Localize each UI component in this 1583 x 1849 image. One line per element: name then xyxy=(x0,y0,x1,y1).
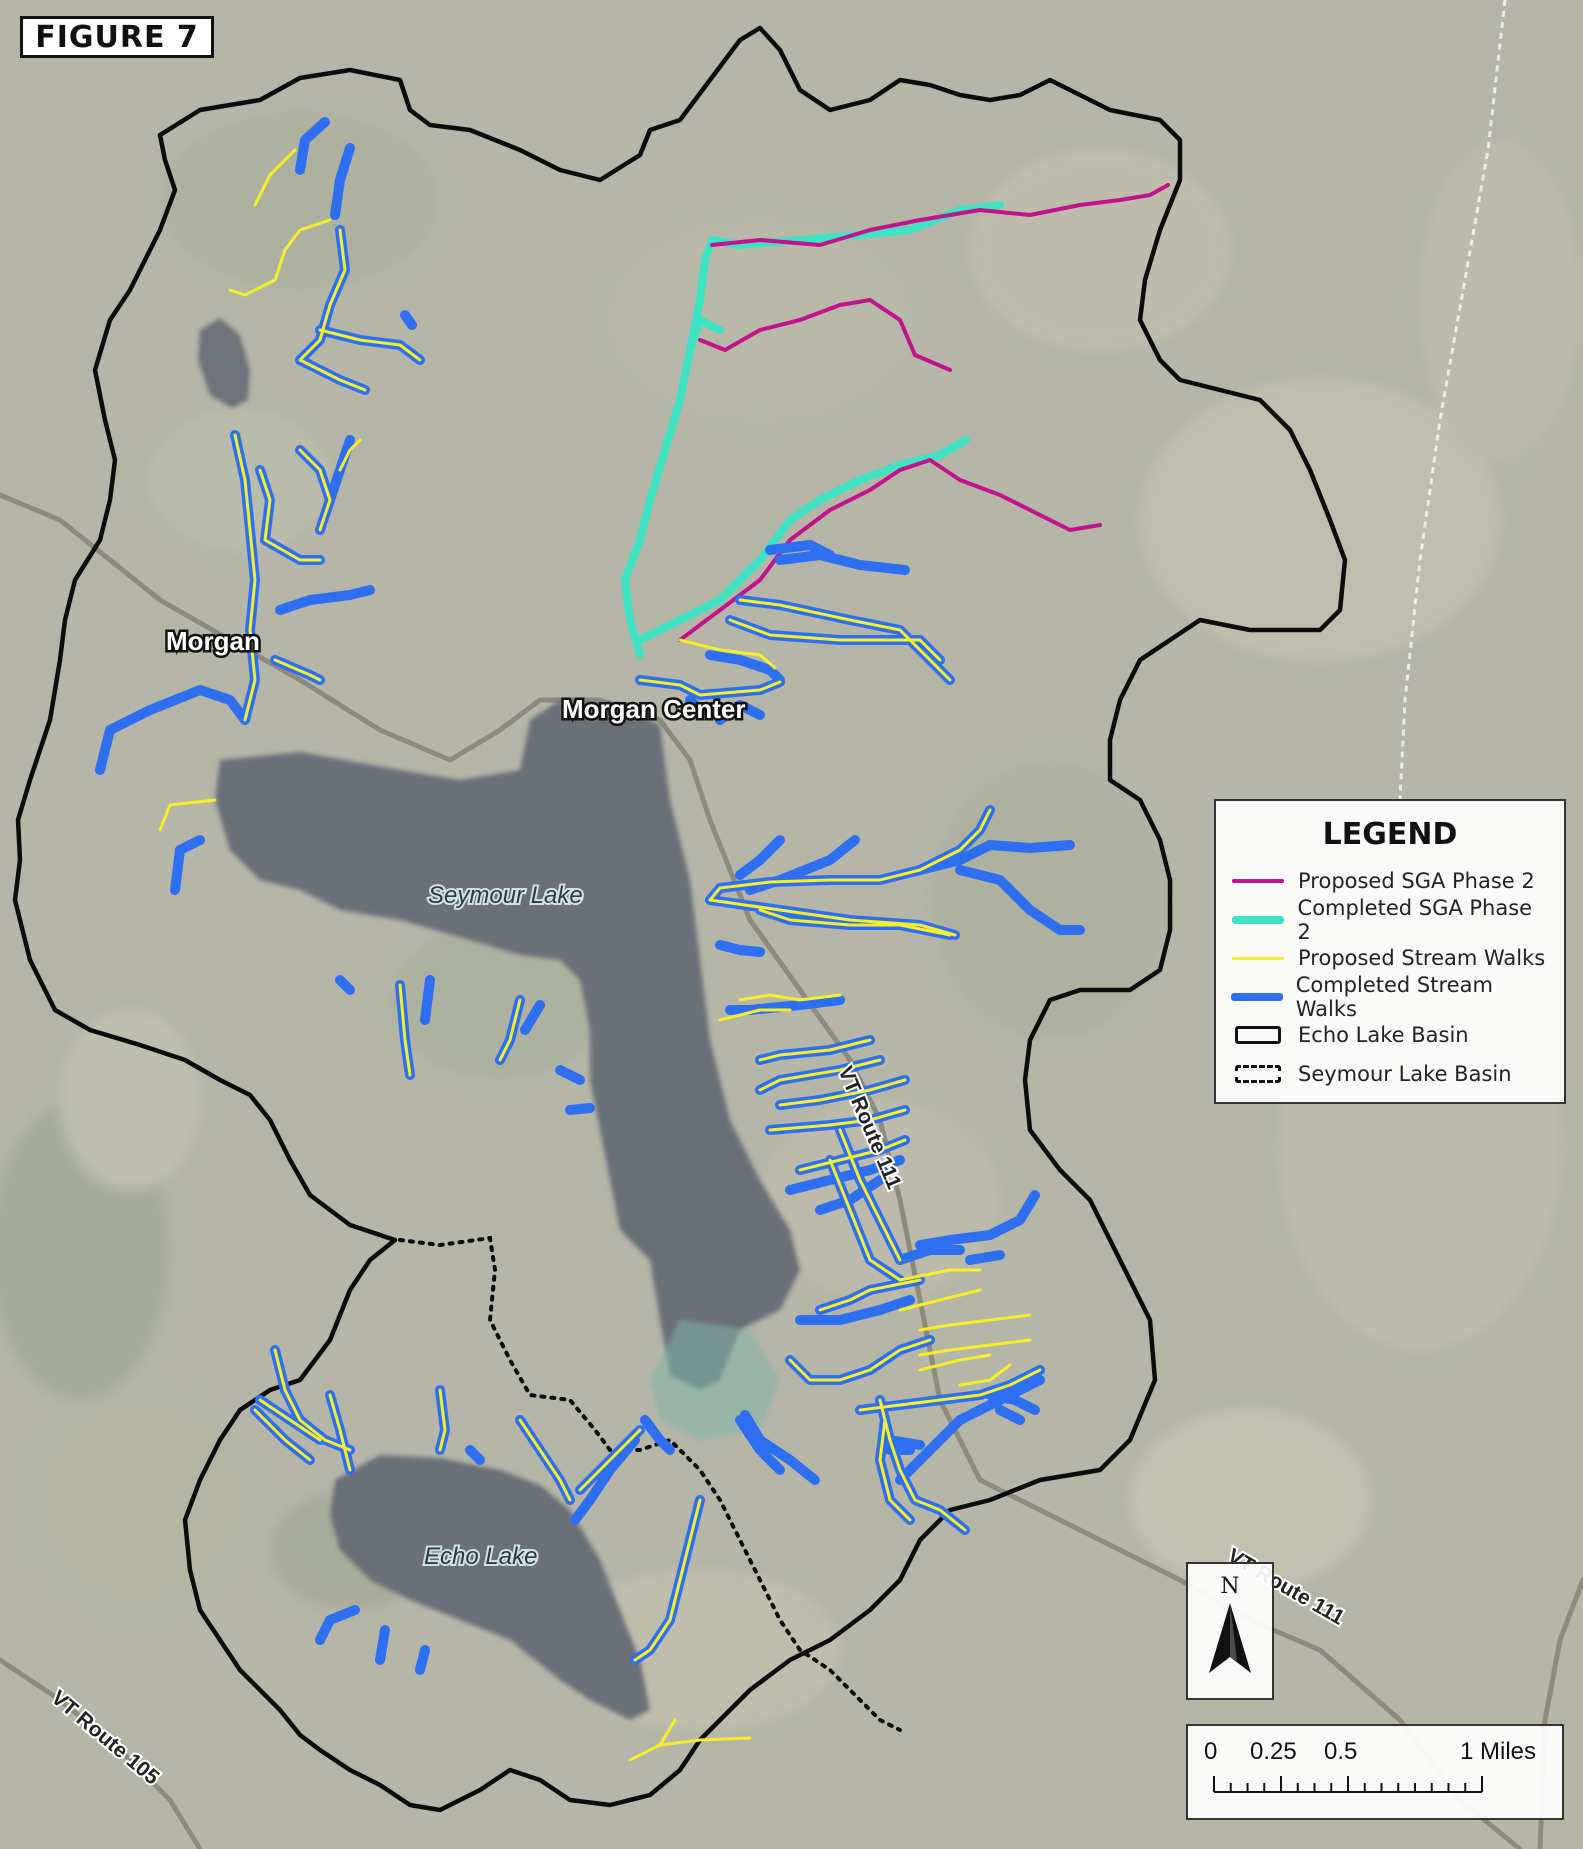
north-arrow-icon xyxy=(1209,1603,1251,1673)
legend: LEGEND Proposed SGA Phase 2 Completed SG… xyxy=(1214,799,1566,1104)
legend-swatch-completed-walks xyxy=(1230,987,1284,1007)
label-morgan-center: Morgan Center xyxy=(562,694,745,724)
scale-label-0: 0 xyxy=(1204,1738,1218,1765)
legend-label-seymour-basin: Seymour Lake Basin xyxy=(1298,1061,1512,1086)
echo-lake xyxy=(330,1455,650,1720)
north-arrow: N xyxy=(1186,1562,1274,1700)
legend-item-echo-basin: Echo Lake Basin xyxy=(1230,1016,1550,1055)
legend-swatch-completed-sga xyxy=(1230,910,1286,930)
scale-ticks xyxy=(1213,1776,1483,1793)
label-echo-lake: Echo Lake xyxy=(424,1543,537,1570)
legend-label-completed-walks: Completed Stream Walks xyxy=(1295,972,1493,1021)
seymour-lake xyxy=(215,700,800,1390)
legend-label-completed-sga: Completed SGA Phase 2 xyxy=(1297,895,1533,944)
legend-item-completed-walks: Completed Stream Walks xyxy=(1230,973,1550,1021)
legend-swatch-echo-basin xyxy=(1230,1025,1286,1045)
sediment-plume xyxy=(650,1320,780,1440)
seymour-lake-basin-boundary xyxy=(398,1235,902,1732)
legend-swatch-proposed-sga xyxy=(1230,871,1286,891)
legend-label-proposed-walks: Proposed Stream Walks xyxy=(1298,946,1546,971)
scale-label-1: 1 Miles xyxy=(1460,1738,1537,1765)
legend-title: LEGEND xyxy=(1322,817,1458,852)
small-pond xyxy=(198,318,250,408)
scale-bar: 0 0.25 0.5 1 Miles xyxy=(1186,1724,1564,1820)
utility-line xyxy=(1398,0,1507,801)
lakes xyxy=(198,318,800,1720)
proposed-stream-walks xyxy=(158,148,1042,1762)
completed-sga-phase-2 xyxy=(621,201,1004,659)
scale-label-025: 0.25 xyxy=(1250,1738,1297,1765)
legend-item-completed-sga: Completed SGA Phase 2 xyxy=(1230,896,1550,944)
legend-swatch-proposed-walks xyxy=(1230,948,1286,968)
proposed-sga-phase-2 xyxy=(678,183,1170,642)
legend-label-echo-basin: Echo Lake Basin xyxy=(1298,1023,1469,1048)
echo-lake-basin-boundary xyxy=(12,25,1348,1813)
figure-label: FIGURE 7 xyxy=(20,16,214,58)
label-morgan: Morgan xyxy=(166,626,260,656)
scale-label-05: 0.5 xyxy=(1324,1738,1358,1765)
legend-item-proposed-walks: Proposed Stream Walks xyxy=(1230,939,1550,978)
legend-swatch-seymour-basin xyxy=(1230,1064,1286,1084)
legend-item-seymour-basin: Seymour Lake Basin xyxy=(1230,1055,1550,1094)
label-seymour-lake: Seymour Lake xyxy=(428,882,583,909)
legend-item-proposed-sga: Proposed SGA Phase 2 xyxy=(1230,862,1550,901)
legend-label-proposed-sga: Proposed SGA Phase 2 xyxy=(1298,869,1535,894)
north-label: N xyxy=(1220,1574,1240,1599)
